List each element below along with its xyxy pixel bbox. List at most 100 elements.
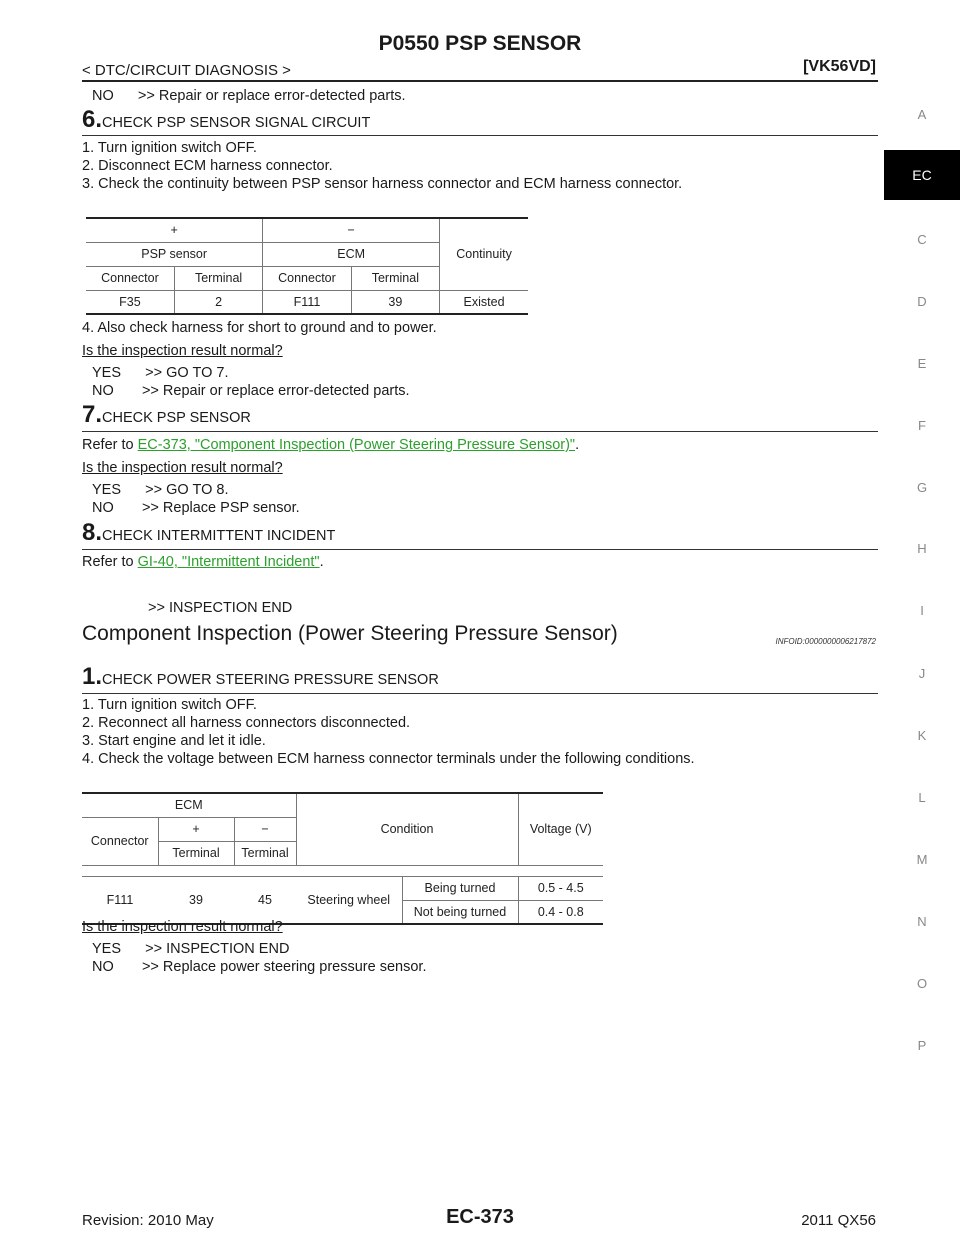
table-cell: Condition xyxy=(296,793,519,866)
table-cell: + xyxy=(86,218,264,243)
no-result: NO >> Repair or replace error-detected p… xyxy=(92,383,410,399)
section-label: < DTC/CIRCUIT DIAGNOSIS > xyxy=(82,62,291,79)
component-item-4: 4. Check the voltage between ECM harness… xyxy=(82,751,695,767)
side-tab-a[interactable]: A xyxy=(917,107,927,122)
info-id: INFOID:0000000006217872 xyxy=(775,637,876,646)
table-cell: Being turned xyxy=(402,876,519,901)
table-cell: Continuity xyxy=(439,218,528,291)
table-cell: 2 xyxy=(174,290,264,314)
table-cell: F111 xyxy=(262,290,352,314)
table-cell: 39 xyxy=(351,290,441,314)
side-tab-c[interactable]: C xyxy=(917,232,927,247)
table-cell: Voltage (V) xyxy=(518,793,603,866)
table-cell: Terminal xyxy=(174,266,264,291)
component-item-1: 1. Turn ignition switch OFF. xyxy=(82,697,257,713)
table-cell: 39 xyxy=(189,892,203,907)
side-tab-d[interactable]: D xyxy=(917,294,927,309)
side-tab-k[interactable]: K xyxy=(917,728,927,743)
table-cell: + xyxy=(158,817,235,842)
model-code: [VK56VD] xyxy=(803,58,876,75)
header-rule xyxy=(82,80,878,82)
refer-line: Refer to EC-373, "Component Inspection (… xyxy=(82,437,579,453)
footer-revision: Revision: 2010 May xyxy=(82,1212,214,1229)
table-cell: Connector xyxy=(86,266,175,291)
table-cell: − xyxy=(234,817,297,842)
refer-line: Refer to GI-40, "Intermittent Incident". xyxy=(82,554,324,570)
step-6-item-4: 4. Also check harness for short to groun… xyxy=(82,320,437,336)
section-heading: Component Inspection (Power Steering Pre… xyxy=(82,622,618,645)
step-rule xyxy=(82,549,878,550)
component-inspection-link[interactable]: EC-373, "Component Inspection (Power Ste… xyxy=(137,437,576,453)
component-step-1-heading: 1.CHECK POWER STEERING PRESSURE SENSOR xyxy=(82,663,439,691)
step-number: 6. xyxy=(82,106,103,133)
side-tab-n[interactable]: N xyxy=(917,914,927,929)
footer-model: 2011 QX56 xyxy=(801,1212,876,1229)
inspection-end: >> INSPECTION END xyxy=(148,600,293,616)
continuity-table: + − Continuity PSP sensor ECM Connector … xyxy=(86,217,528,315)
intermittent-incident-link[interactable]: GI-40, "Intermittent Incident" xyxy=(137,554,320,570)
step-6-item-1: 1. Turn ignition switch OFF. xyxy=(82,140,257,156)
inspection-question: Is the inspection result normal? xyxy=(82,919,283,935)
table-cell: Connector xyxy=(262,266,352,291)
step-title: CHECK PSP SENSOR xyxy=(102,410,251,426)
table-cell: F35 xyxy=(86,290,175,314)
top-no-result: NO >> Repair or replace error-detected p… xyxy=(92,88,406,104)
table-spacer xyxy=(82,865,603,877)
side-tab-ec[interactable]: EC xyxy=(884,150,960,200)
side-tab-m[interactable]: M xyxy=(916,852,928,867)
yes-result: YES >> INSPECTION END xyxy=(92,941,290,957)
table-cell: ECM xyxy=(82,793,297,818)
step-title: CHECK INTERMITTENT INCIDENT xyxy=(102,528,336,544)
table-cell: 45 xyxy=(258,892,272,907)
page-number: EC-373 xyxy=(446,1206,514,1228)
side-tab-h[interactable]: H xyxy=(917,541,927,556)
table-cell: 0.4 - 0.8 xyxy=(537,904,584,919)
step-number: 1. xyxy=(82,663,103,690)
step-rule xyxy=(82,693,878,694)
step-rule xyxy=(82,431,878,432)
side-tab-j[interactable]: J xyxy=(918,666,926,681)
table-cell: Terminal xyxy=(351,266,441,291)
refer-suffix: . xyxy=(319,554,324,570)
side-tab-l[interactable]: L xyxy=(918,790,926,805)
table-cell: Not being turned xyxy=(402,900,519,924)
table-cell: PSP sensor xyxy=(86,242,264,267)
table-cell: Terminal xyxy=(158,841,235,866)
step-title: CHECK POWER STEERING PRESSURE SENSOR xyxy=(102,672,439,688)
page-title: P0550 PSP SENSOR xyxy=(378,32,582,55)
table-cell: Terminal xyxy=(234,841,297,866)
no-result: NO >> Replace PSP sensor. xyxy=(92,500,300,516)
component-item-3: 3. Start engine and let it idle. xyxy=(82,733,266,749)
side-tab-p[interactable]: P xyxy=(917,1038,927,1053)
side-tab-f[interactable]: F xyxy=(918,418,926,433)
table-cell: Existed xyxy=(463,294,505,309)
inspection-question: Is the inspection result normal? xyxy=(82,343,283,359)
refer-prefix: Refer to xyxy=(82,437,138,453)
table-cell: ECM xyxy=(262,242,441,267)
table-cell: Connector xyxy=(82,817,159,866)
side-tab-i[interactable]: I xyxy=(920,603,924,618)
side-tab-e[interactable]: E xyxy=(917,356,927,371)
component-item-2: 2. Reconnect all harness connectors disc… xyxy=(82,715,411,731)
voltage-table: ECM Condition Voltage (V) Connector + − … xyxy=(82,792,603,925)
step-6-item-2: 2. Disconnect ECM harness connector. xyxy=(82,158,333,174)
table-cell: 0.5 - 4.5 xyxy=(518,876,603,901)
step-title: CHECK PSP SENSOR SIGNAL CIRCUIT xyxy=(102,115,371,131)
yes-result: YES >> GO TO 8. xyxy=(92,482,229,498)
side-tab-g[interactable]: G xyxy=(916,480,928,495)
step-6-item-3: 3. Check the continuity between PSP sens… xyxy=(82,176,683,192)
step-7-heading: 7.CHECK PSP SENSOR xyxy=(82,401,251,429)
table-cell: Steering wheel xyxy=(296,876,403,924)
table-cell: F111 xyxy=(106,892,134,907)
step-number: 8. xyxy=(82,519,103,546)
step-6-heading: 6.CHECK PSP SENSOR SIGNAL CIRCUIT xyxy=(82,106,370,134)
step-8-heading: 8.CHECK INTERMITTENT INCIDENT xyxy=(82,519,335,547)
section-index: A EC C D E F G H I J K L M N O P xyxy=(884,0,960,1242)
yes-result: YES >> GO TO 7. xyxy=(92,365,229,381)
step-number: 7. xyxy=(82,401,103,428)
side-tab-o[interactable]: O xyxy=(916,976,928,991)
refer-prefix: Refer to xyxy=(82,554,138,570)
step-rule xyxy=(82,135,878,136)
inspection-question: Is the inspection result normal? xyxy=(82,460,283,476)
table-cell: − xyxy=(262,218,441,243)
